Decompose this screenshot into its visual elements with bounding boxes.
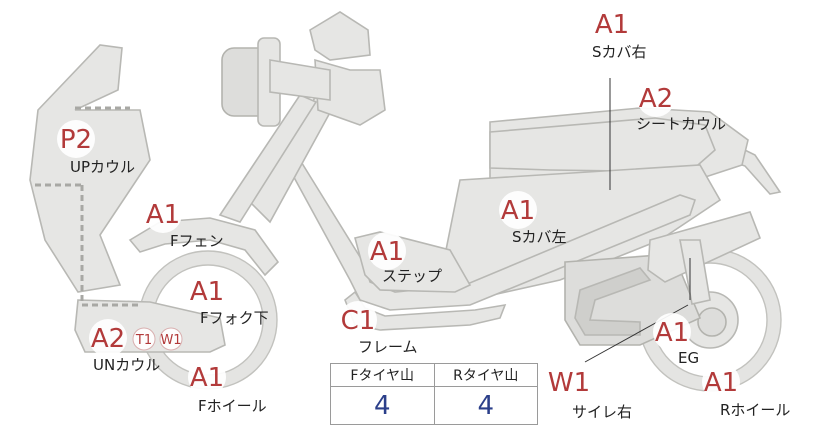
part-label: ステップ [382, 267, 442, 285]
part-label: シートカウル [636, 115, 726, 133]
callout-s-cover-right: A1 Sカバ右 [592, 5, 647, 61]
callout-seat-cowl: A2 シートカウル [636, 79, 726, 133]
callout-s-cover-left: A1 Sカバ左 [499, 191, 567, 246]
callout-f-wheel: A1 Fホイール [188, 358, 267, 415]
grade-text-small: T1 [135, 333, 152, 348]
grade-text: A2 [639, 84, 673, 114]
callout-engine: A1 EG [653, 313, 699, 367]
part-label: Fフェン [170, 232, 224, 250]
callout-silencer-right: W1 サイレ右 [548, 363, 632, 421]
front-tread-header: Fタイヤ山 [330, 363, 435, 387]
grade-text: A1 [501, 196, 535, 226]
part-label: UNカウル [93, 356, 160, 374]
grade-text: A1 [190, 363, 224, 393]
grade-text: A1 [704, 368, 738, 398]
callout-r-wheel: A1 Rホイール [702, 363, 790, 419]
grade-text: A2 [91, 324, 125, 354]
grade-text: P2 [60, 125, 92, 155]
part-label: Fフォク下 [200, 309, 269, 327]
part-label: Rホイール [720, 401, 790, 419]
callout-frame: C1 フレーム [339, 301, 418, 356]
grade-text: W1 [548, 368, 590, 398]
part-label: フレーム [358, 338, 418, 356]
grade-text-small: W1 [160, 333, 181, 348]
grade-text: A1 [146, 200, 180, 230]
rear-tread-header: Rタイヤ山 [433, 363, 538, 387]
grade-text: A1 [655, 318, 689, 348]
part-label: UPカウル [70, 158, 135, 176]
grade-text: A1 [190, 277, 224, 307]
callout-f-fender: A1 Fフェン [144, 195, 224, 250]
grade-text: A1 [370, 237, 404, 267]
callout-un-cowl: A2 T1 W1 UNカウル [89, 319, 183, 374]
part-label: Sカバ左 [512, 228, 567, 246]
part-label: サイレ右 [572, 403, 632, 421]
callout-up-cowl: P2 UPカウル [57, 120, 135, 176]
grade-text: C1 [341, 306, 376, 336]
callout-step: A1 ステップ [368, 232, 442, 285]
part-label: Fホイール [198, 397, 267, 415]
grade-text: A1 [595, 10, 629, 40]
front-tread-value: 4 [330, 386, 435, 425]
rear-tread-value: 4 [433, 386, 538, 425]
part-label: EG [678, 349, 699, 367]
tire-tread-table: Fタイヤ山 Rタイヤ山 4 4 [330, 363, 538, 425]
part-label: Sカバ右 [592, 43, 647, 61]
callout-f-fork-lower: A1 Fフォク下 [188, 272, 269, 327]
